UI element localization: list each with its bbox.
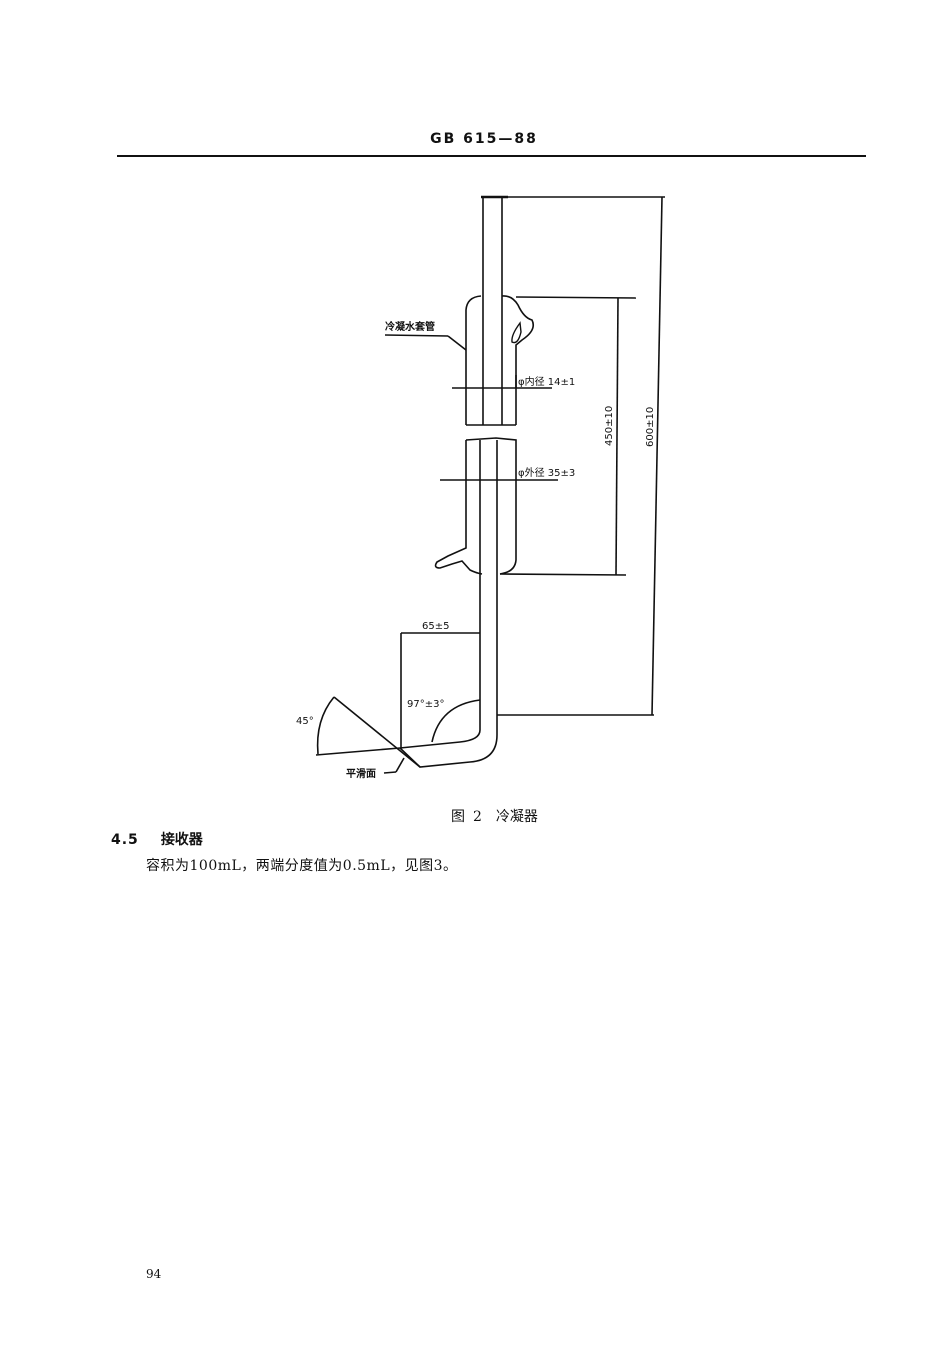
figure-prefix: 图: [451, 809, 465, 825]
header-rule: [117, 155, 866, 157]
standard-number-header: GB 615—88: [430, 131, 538, 147]
section-title: 接收器: [160, 832, 203, 848]
inner-diameter-label: φ内径 14±1: [518, 375, 575, 388]
section-body: 容积为100mL，两端分度值为0.5mL，见图3。: [146, 858, 458, 874]
page-number: 94: [146, 1267, 162, 1281]
angle-45-label: 45°: [296, 716, 314, 727]
smooth-surface-label: 平滑面: [346, 767, 376, 780]
angle-97-label: 97°±3°: [407, 699, 444, 710]
figure-title: 冷凝器: [495, 809, 538, 825]
condenser-diagram: 冷凝水套管 φ内径 14±1 φ外径 35±3 450±10 600±10 65…: [296, 195, 665, 780]
outer-diameter-label: φ外径 35±3: [518, 466, 575, 479]
jacket-label: 冷凝水套管: [385, 320, 435, 333]
section-number: 4.5: [111, 832, 139, 848]
section-heading: 4.5 接收器: [111, 829, 203, 849]
figure-number: 2: [473, 809, 482, 825]
dim-600-label: 600±10: [645, 407, 656, 447]
dim-450-label: 450±10: [604, 406, 615, 446]
dim-65-label: 65±5: [422, 621, 449, 632]
